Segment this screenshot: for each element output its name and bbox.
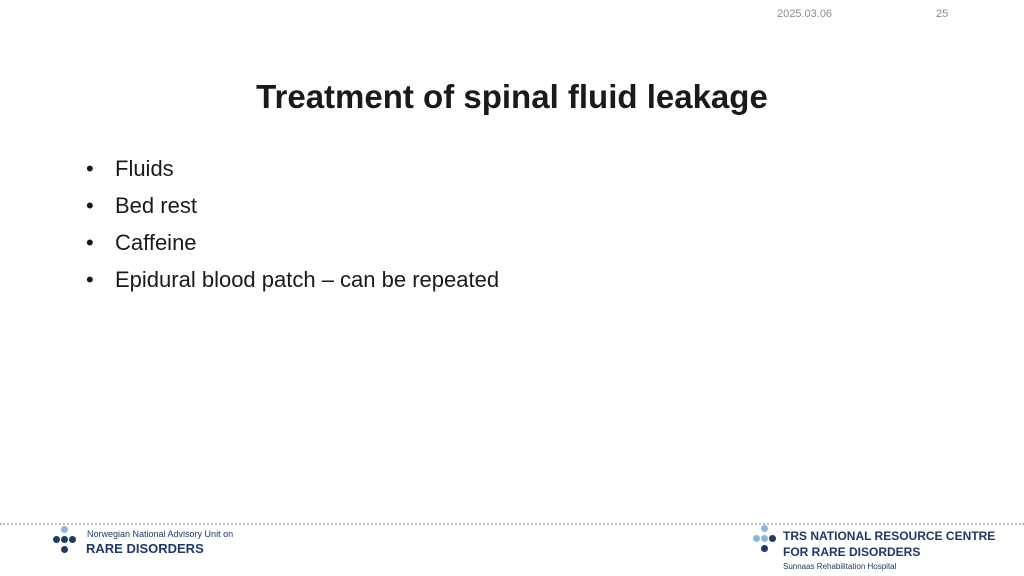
bullet-glyph: •	[86, 267, 94, 292]
bullet-text: Bed rest	[115, 193, 197, 218]
bullet-list: • Fluids • Bed rest • Caffeine • Epidural bl…	[86, 152, 499, 300]
bullet-glyph: •	[86, 193, 94, 218]
bullet-item: • Bed rest	[86, 189, 499, 226]
logo-subtitle: Norwegian National Advisory Unit on	[87, 529, 234, 539]
slide-title: Treatment of spinal fluid leakage	[256, 78, 768, 115]
footer-divider	[0, 523, 1024, 525]
trs-logo: TRS NATIONAL RESOURCE CENTRE FOR RARE DI…	[750, 525, 1010, 573]
bullet-text: Caffeine	[115, 230, 197, 255]
bullet-item: • Fluids	[86, 152, 499, 189]
trs-logo-line2: FOR RARE DISORDERS	[783, 545, 921, 559]
cross-dots-icon	[750, 525, 780, 555]
rare-disorders-logo: Norwegian National Advisory Unit on RARE…	[50, 526, 270, 560]
trs-logo-line1: TRS NATIONAL RESOURCE CENTRE	[783, 529, 996, 543]
bullet-glyph: •	[86, 156, 94, 181]
cross-dots-icon	[50, 526, 80, 556]
trs-logo-line3: Sunnaas Rehabilitation Hospital	[783, 562, 897, 571]
bullet-glyph: •	[86, 230, 94, 255]
logo-name: RARE DISORDERS	[86, 541, 204, 556]
bullet-item: • Epidural blood patch – can be repeated	[86, 263, 499, 300]
slide-page-number: 25	[936, 8, 949, 20]
bullet-item: • Caffeine	[86, 226, 499, 263]
slide-date: 2025.03.06	[777, 8, 833, 20]
bullet-text: Epidural blood patch – can be repeated	[115, 267, 500, 292]
bullet-text: Fluids	[115, 156, 174, 181]
